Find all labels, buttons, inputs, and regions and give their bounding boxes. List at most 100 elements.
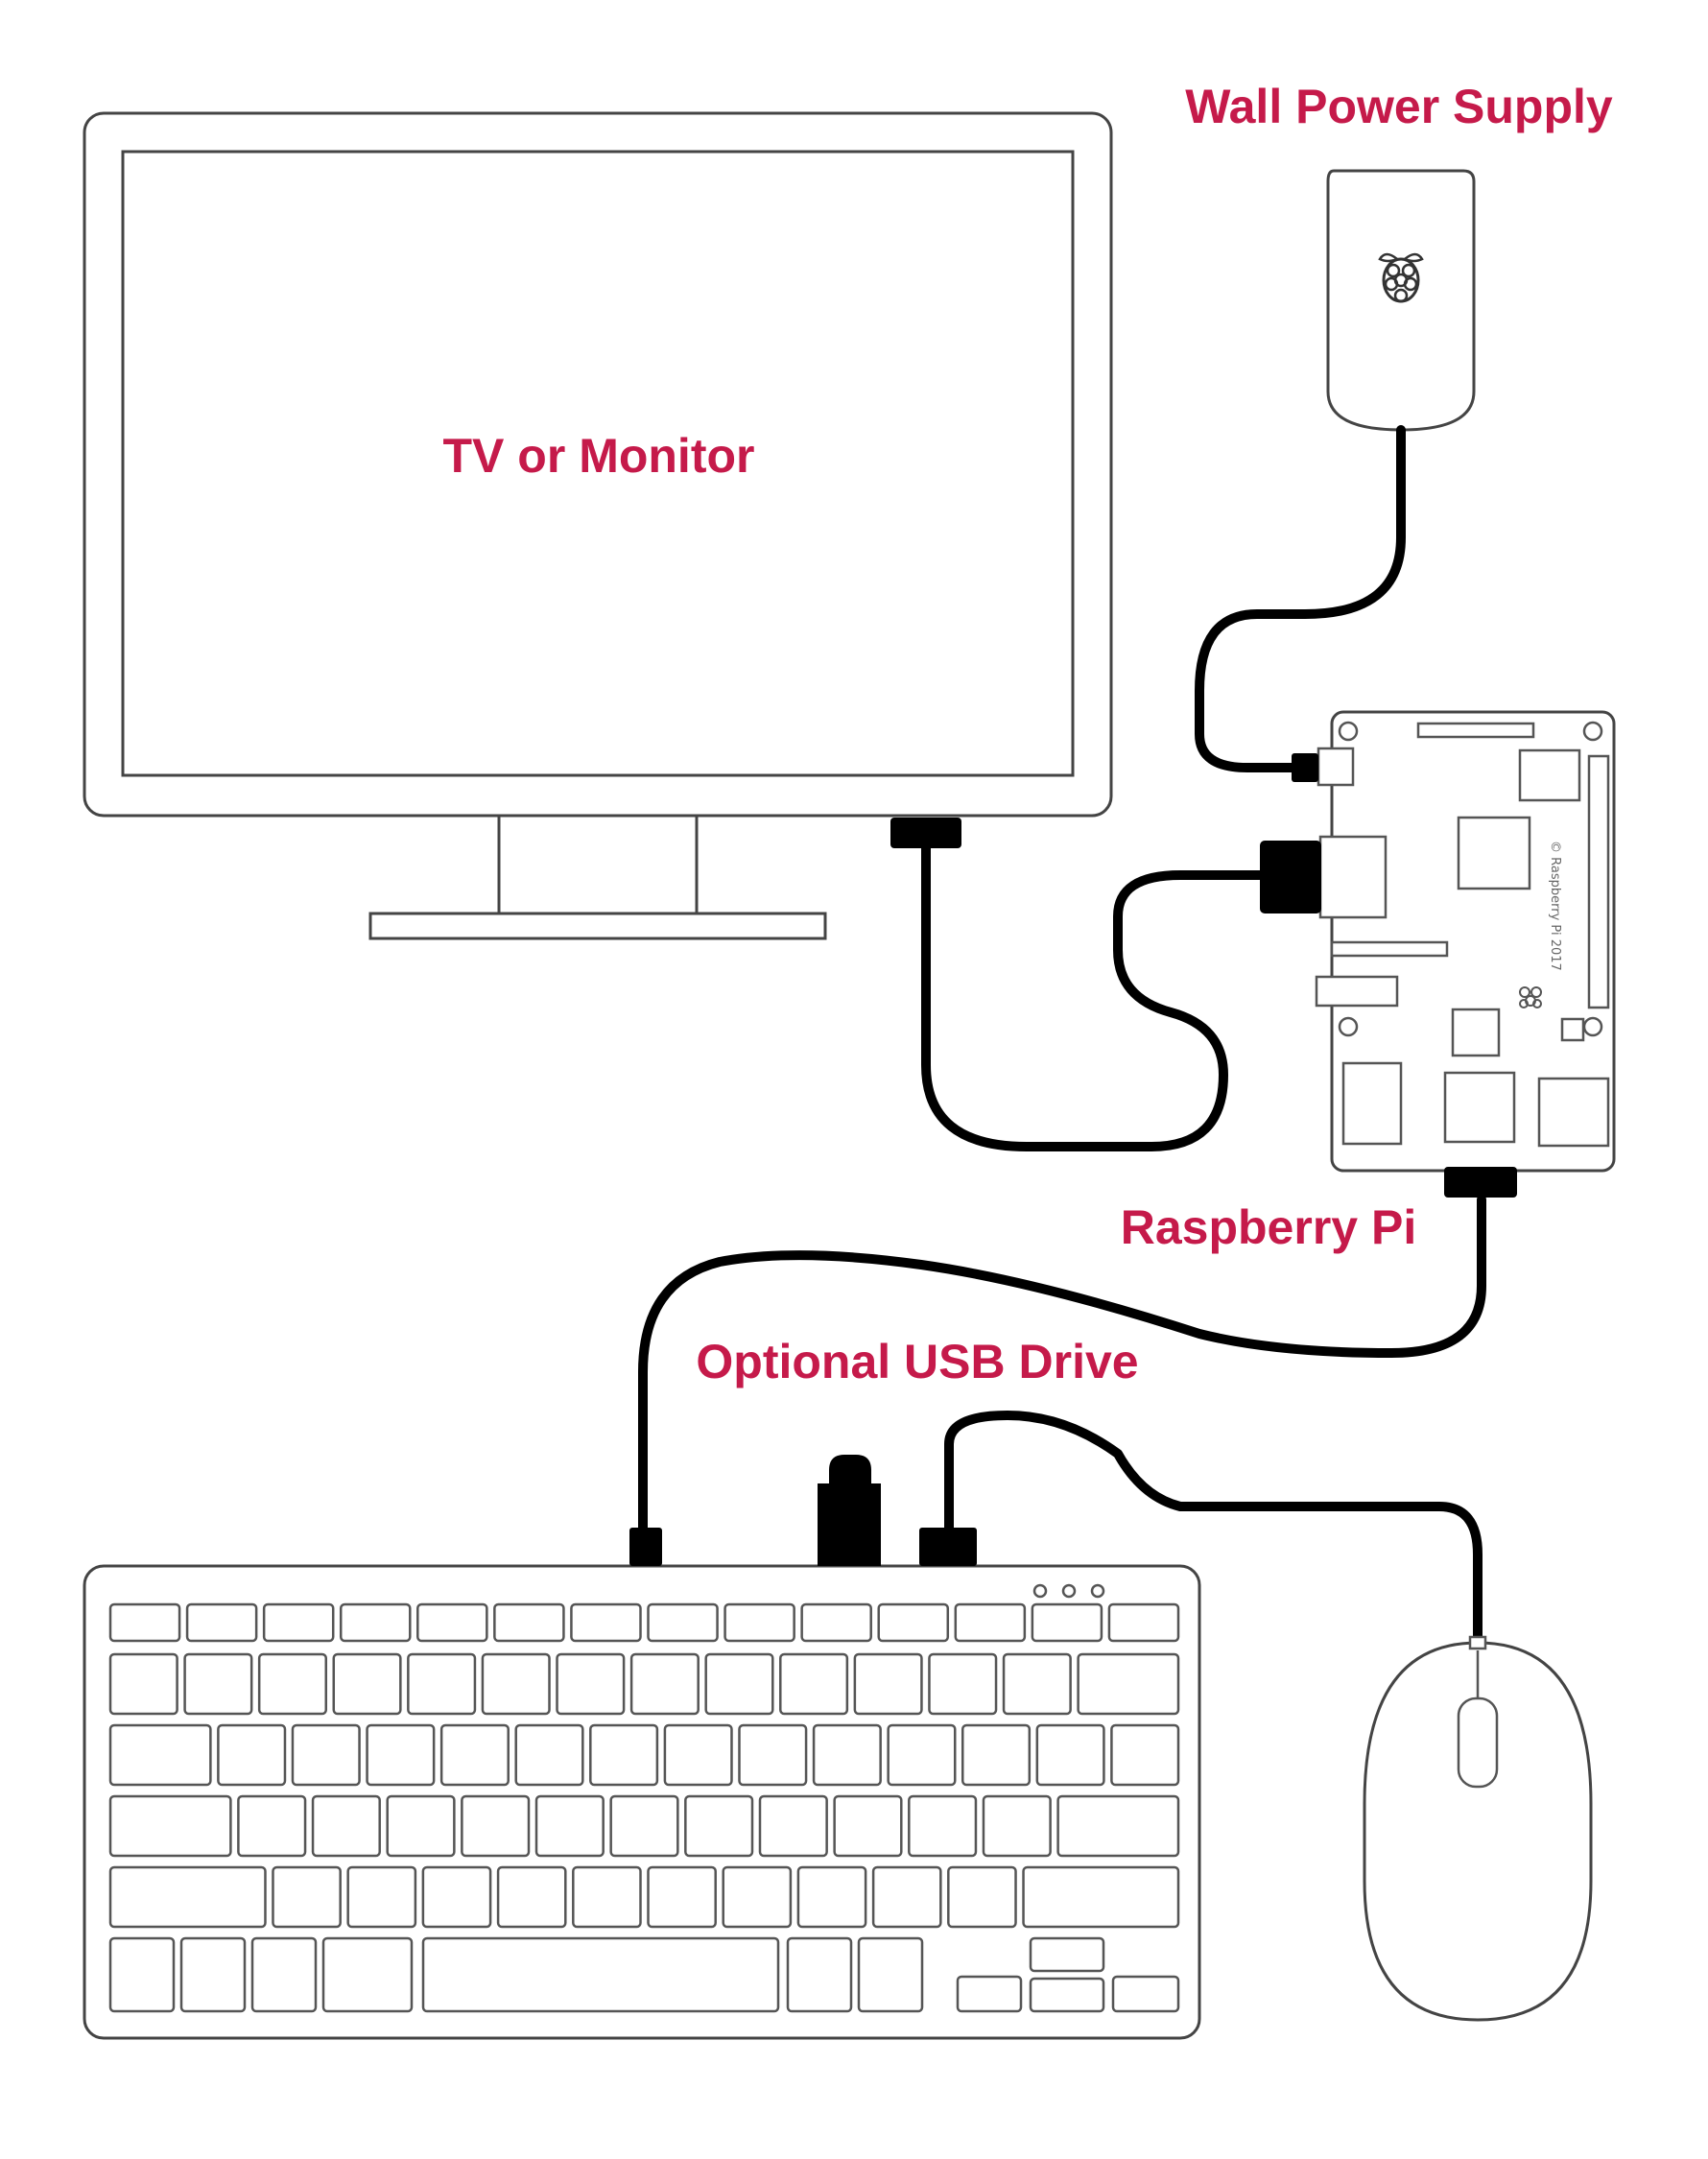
keyboard-key — [796, 1865, 867, 1929]
keyboard-keys — [108, 1602, 1180, 2013]
keyboard-key — [833, 1794, 903, 1858]
keyboard-key — [108, 1652, 178, 1716]
usb-port — [1537, 1077, 1610, 1148]
keyboard-key — [407, 1652, 477, 1716]
keyboard-key — [684, 1794, 754, 1858]
audio-port — [1315, 975, 1399, 1008]
keyboard-key — [250, 1936, 318, 2013]
keyboard-key — [217, 1723, 287, 1787]
keyboard-key — [108, 1602, 181, 1643]
raspberry-pi-board: © Raspberry Pi 2017 — [1260, 710, 1616, 1198]
keyboard-key — [185, 1602, 258, 1643]
keyboard-key — [1111, 1975, 1180, 2013]
keyboard-key — [332, 1652, 402, 1716]
usb-port — [1341, 1061, 1403, 1146]
keyboard-key — [1107, 1602, 1180, 1643]
keyboard-key — [1110, 1723, 1180, 1787]
keyboard-key — [1002, 1652, 1072, 1716]
keyboard-key — [291, 1723, 361, 1787]
label-tv-or-monitor: TV or Monitor — [443, 429, 755, 483]
monitor-base — [368, 912, 827, 940]
keyboard-key — [877, 1602, 950, 1643]
keyboard-key — [421, 1936, 780, 2013]
mount-hole — [1582, 1016, 1603, 1037]
label-raspberry-pi: Raspberry Pi — [1121, 1200, 1416, 1254]
keyboard-key — [439, 1723, 510, 1787]
label-optional-usb-drive: Optional USB Drive — [696, 1335, 1138, 1388]
keyboard-key — [1029, 1977, 1105, 2013]
power-supply — [1326, 169, 1476, 432]
mouse-body — [1363, 1641, 1593, 2022]
monitor-neck — [497, 814, 699, 915]
keyboard-key — [589, 1723, 659, 1787]
monitor-screen — [121, 150, 1075, 777]
keyboard-key — [1022, 1865, 1180, 1929]
monitor — [83, 111, 1113, 940]
keyboard-key — [493, 1602, 565, 1643]
mount-hole — [1338, 1016, 1359, 1037]
keyboard-key — [1077, 1652, 1180, 1716]
raspberry-pi-logo-icon — [1378, 252, 1424, 303]
usb-plug — [1444, 1167, 1517, 1198]
keyboard-key — [724, 1602, 795, 1643]
keyboard-key — [800, 1602, 872, 1643]
keyboard-key — [339, 1602, 412, 1643]
cables — [638, 425, 1486, 1648]
keyboard-key — [871, 1865, 942, 1929]
keyboard-key — [722, 1865, 793, 1929]
keyboard-key — [311, 1794, 381, 1858]
keyboard-key — [108, 1936, 176, 2013]
keyboard-key — [386, 1794, 456, 1858]
keyboard-key — [496, 1865, 567, 1929]
keyboard-key — [853, 1652, 923, 1716]
labels: TV or Monitor Wall Power Supply Raspberr… — [443, 80, 1613, 1388]
keyboard-key — [1056, 1794, 1180, 1858]
display-connector — [1416, 722, 1535, 739]
keyboard-key — [908, 1794, 978, 1858]
keyboard-key — [779, 1652, 849, 1716]
keyboard-key — [738, 1723, 808, 1787]
keyboard-key — [812, 1723, 882, 1787]
keyboard-key — [346, 1865, 417, 1929]
keyboard-cable — [638, 1195, 1486, 1535]
indicator-light — [1032, 1583, 1048, 1599]
keyboard-key — [570, 1602, 642, 1643]
keyboard-key — [461, 1794, 531, 1858]
indicator-light — [1061, 1583, 1077, 1599]
keyboard-key — [956, 1975, 1023, 2013]
mouse-usb-plug — [919, 1528, 977, 1566]
board-print: © Raspberry Pi 2017 — [1548, 841, 1562, 971]
keyboard-key — [534, 1794, 605, 1858]
keyboard-key — [257, 1652, 328, 1716]
keyboard-key — [647, 1602, 719, 1643]
usb-port — [1443, 1071, 1516, 1144]
keyboard-key — [237, 1794, 307, 1858]
keyboard-key — [1035, 1723, 1105, 1787]
hdmi-port — [1318, 835, 1388, 919]
keyboard-key — [982, 1794, 1052, 1858]
keyboard-key — [887, 1723, 957, 1787]
camera-connector — [1330, 940, 1449, 958]
keyboard-key — [1031, 1602, 1103, 1643]
keyboard-key — [704, 1652, 774, 1716]
keyboard-key — [108, 1794, 232, 1858]
keyboard-key — [262, 1602, 335, 1643]
keyboard-key — [954, 1602, 1027, 1643]
keyboard-key — [179, 1936, 247, 2013]
keyboard-key — [1029, 1936, 1105, 1973]
power-plug — [1292, 753, 1318, 782]
indicator-light — [1090, 1583, 1105, 1599]
keyboard-key — [416, 1602, 488, 1643]
keyboard-key — [663, 1723, 733, 1787]
mount-hole — [1338, 721, 1359, 742]
keyboard-key — [481, 1652, 551, 1716]
board-raspberry-logo-icon — [1519, 986, 1542, 1008]
keyboard-key — [758, 1794, 828, 1858]
keyboard-key — [629, 1652, 700, 1716]
power-port — [1317, 747, 1355, 787]
keyboard-key — [108, 1723, 212, 1787]
keyboard-key — [421, 1865, 492, 1929]
gpio-header — [1587, 754, 1610, 1009]
usb-drive — [818, 1455, 881, 1566]
mouse-cable-strain-relief — [1468, 1635, 1487, 1650]
